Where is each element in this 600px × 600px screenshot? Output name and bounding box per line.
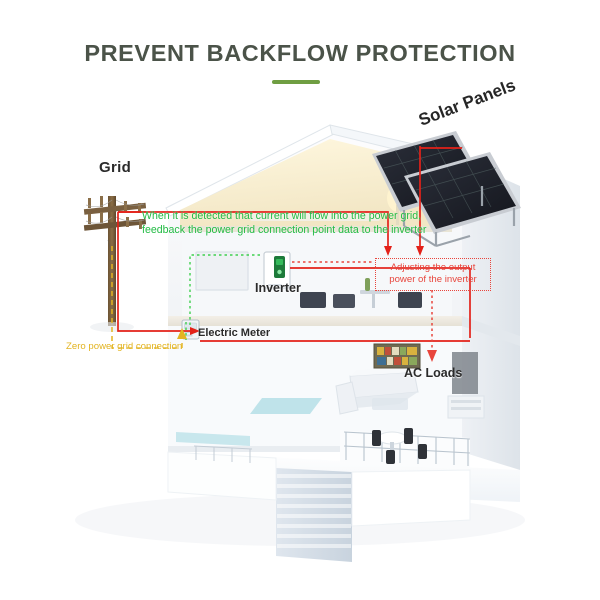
page-title: PREVENT BACKFLOW PROTECTION (84, 40, 516, 66)
solar-panels-icon (372, 131, 521, 248)
tv-storage-unit (447, 352, 485, 419)
mid-floor-band (168, 316, 462, 326)
pool-strip (176, 432, 250, 446)
inverter-adjust-line-red (292, 261, 433, 352)
terrace-left-wall (167, 451, 277, 501)
terrace-right-wall (351, 469, 471, 527)
attic-lamp-stand (396, 205, 399, 225)
left-railing (193, 445, 253, 463)
annotation-adjust-note: Adjusting the output power of the invert… (375, 258, 491, 291)
annotation-adjust-line1: Adjusting the output (390, 262, 476, 273)
annotation-adjust-line2: power of the inverter (389, 274, 477, 285)
title-accent-rule (272, 80, 320, 84)
mid-floor-band-side (462, 316, 520, 346)
label-grid: Grid (99, 159, 132, 176)
annotation-detection-note: When it is detected that current will fl… (142, 210, 426, 237)
annotation-detection-line2: feedback the power grid connection point… (142, 223, 427, 236)
label-inverter: Inverter (255, 281, 301, 295)
entry-staircase (276, 468, 352, 562)
dining-set (372, 428, 427, 464)
attic-beam (250, 212, 380, 221)
zero-export-arrowhead (177, 328, 187, 339)
data-line-green (185, 254, 262, 340)
power-line-arrowheads (190, 246, 424, 335)
label-ac-loads: AC Loads (404, 366, 463, 380)
living-room-sofa-set (335, 366, 419, 415)
adjust-arrowhead (427, 350, 437, 362)
attic-floor (180, 226, 452, 232)
upper-room-furniture (300, 278, 422, 308)
wall-picture (195, 251, 249, 291)
power-line-red (117, 146, 471, 342)
bookshelf-icon (373, 343, 421, 369)
annotation-zero-export-note: Zero power grid connection (66, 341, 183, 352)
inverter-device (263, 251, 291, 289)
label-electric-meter: Electric Meter (198, 327, 271, 339)
utility-pole-icon (83, 196, 147, 332)
annotation-detection-line1: When it is detected that current will fl… (142, 210, 422, 222)
floor-rug (250, 398, 322, 414)
